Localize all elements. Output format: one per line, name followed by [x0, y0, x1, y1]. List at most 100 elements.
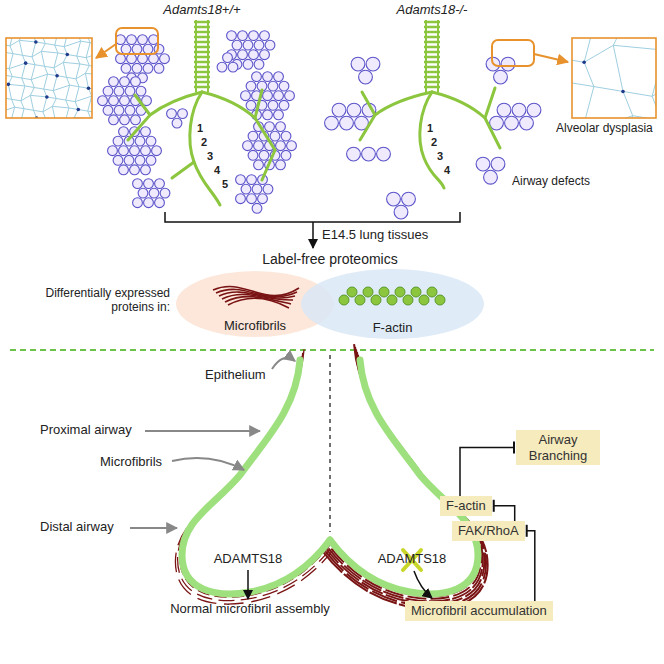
alveolus [113, 136, 123, 146]
inhibition-connector [494, 500, 515, 521]
drawing-part [65, 53, 69, 57]
drawing-part [85, 66, 89, 74]
label: E14.5 lung tissues [322, 228, 428, 243]
drawing-part [34, 40, 38, 44]
alveolus [172, 118, 182, 128]
alveolar-network [572, 38, 656, 118]
drawing-part [424, 41, 440, 44]
alveolus [265, 40, 275, 50]
drawing-part [52, 99, 56, 107]
drawing-part [21, 95, 30, 101]
label: 5 [222, 178, 228, 191]
alveolus [146, 136, 156, 146]
drawing-part [582, 60, 586, 64]
drawing-part [194, 31, 210, 34]
alveolus [512, 103, 526, 117]
label: Microfibrils [100, 455, 162, 470]
alveolus [332, 103, 346, 117]
drawing-part [88, 111, 91, 118]
alveolus [141, 127, 151, 137]
alveolus [281, 150, 291, 160]
drawing-part [86, 58, 89, 66]
drawing-part [53, 85, 70, 91]
alveolus [133, 179, 143, 189]
alveolus [143, 63, 153, 73]
drawing-part [194, 86, 210, 89]
alveolus [254, 40, 264, 50]
alveolus [279, 81, 289, 91]
drawing-part [424, 61, 440, 64]
alveolus [497, 103, 511, 117]
drawing-part [262, 150, 275, 180]
alveolus [160, 54, 170, 64]
drawing-part [202, 92, 275, 150]
drawing-part [8, 84, 25, 86]
alveolus [347, 103, 361, 117]
alveolus [228, 62, 238, 72]
drawing-part [128, 92, 202, 140]
label: Proximal airway [40, 423, 132, 438]
drawing-part [194, 56, 210, 59]
drawing-part [45, 66, 48, 74]
alveolus [252, 184, 262, 194]
drawing-part [424, 66, 440, 69]
alveolus [243, 40, 253, 50]
alveolus [133, 198, 143, 208]
drawing-part [424, 51, 440, 54]
alveolus [274, 91, 284, 101]
node-text: Microfibril accumulation [411, 603, 547, 619]
drawing-part [424, 56, 440, 59]
midline [329, 355, 330, 532]
alveolus [125, 86, 135, 96]
drawing-part [194, 51, 210, 54]
alveolus [116, 35, 126, 45]
actin-bead [427, 287, 437, 297]
drawing-part [360, 92, 432, 140]
node-text: FAK/RhoA [458, 523, 519, 539]
drawing-part [23, 55, 32, 57]
alveolus [103, 86, 113, 96]
drawing-part [20, 109, 24, 118]
alveolus [127, 54, 137, 64]
alveolus [268, 100, 278, 110]
drawing-part [594, 87, 623, 92]
drawing-part [194, 71, 210, 74]
alveolus [98, 96, 108, 106]
inset [0, 9, 664, 166]
drawing-part [86, 52, 92, 58]
drawing-part [194, 36, 210, 39]
alveolus [113, 155, 123, 165]
drawing-part [145, 430, 260, 432]
drawing-part [10, 46, 13, 54]
alveolus [246, 100, 256, 110]
drawing-part [130, 527, 177, 529]
alveolus [377, 147, 391, 161]
drawing-part [86, 43, 90, 58]
process-box: FAK/RhoA [452, 521, 525, 541]
alveolus [109, 96, 119, 106]
process-box: F-actin [440, 496, 492, 516]
drawing-part [194, 61, 210, 64]
drawing-part [322, 347, 486, 607]
alveolus [141, 146, 151, 156]
drawing-part [22, 78, 25, 86]
drawing-part [80, 64, 89, 66]
alveolus [236, 194, 246, 204]
microfibril-icon [228, 298, 289, 308]
alveolus [144, 198, 154, 208]
drawing-part [8, 84, 11, 99]
alveolus [227, 31, 237, 41]
drawing-part [492, 40, 534, 66]
drawing-part [424, 76, 440, 79]
alveolus [241, 91, 251, 101]
drawing-part [31, 65, 35, 80]
drawing-part [424, 71, 440, 74]
actin-bead [387, 295, 397, 305]
drawing-part [96, 44, 116, 58]
connector-line [460, 448, 514, 496]
drawing-part [424, 86, 440, 89]
alveolus [119, 127, 129, 137]
ellipse [301, 269, 484, 339]
drawing-part [67, 77, 70, 85]
drawing-part [76, 73, 85, 79]
